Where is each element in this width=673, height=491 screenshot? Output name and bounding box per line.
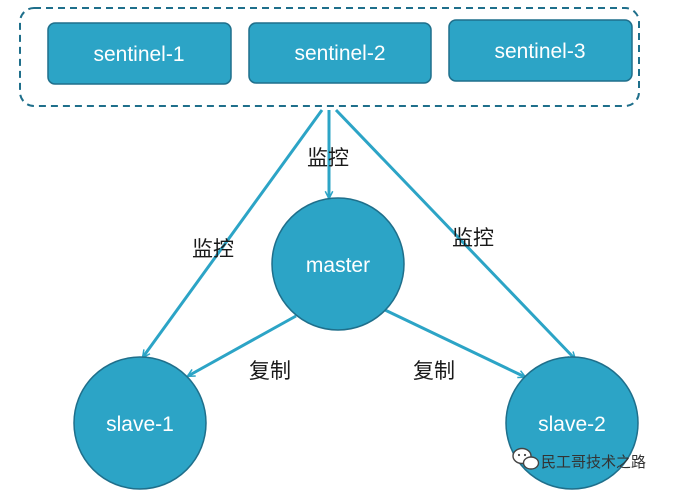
master-node: master (271, 197, 405, 331)
watermark-text: 民工哥技术之路 (541, 453, 646, 471)
master-label: master (306, 254, 370, 277)
sentinel-3-label: sentinel-3 (494, 40, 585, 63)
slave-node: slave-2 (505, 356, 639, 490)
monitor-slave2-edge (334, 108, 575, 359)
sentinel-node: sentinel-2 (248, 22, 432, 84)
replicate-slave2-label: 复制 (413, 359, 455, 383)
monitor-slave1-label: 监控 (192, 237, 234, 261)
wechat-icon (512, 447, 540, 470)
monitor-master-label: 监控 (307, 146, 349, 170)
replicate-slave1-edge (188, 314, 297, 378)
sentinel-node: sentinel-3 (448, 19, 633, 82)
sentinel-1-label: sentinel-1 (93, 43, 184, 66)
slave-node: slave-1 (73, 356, 207, 490)
sentinel-2-label: sentinel-2 (294, 42, 385, 65)
watermark: 民工哥技术之路 (512, 447, 646, 471)
slave-1-label: slave-1 (106, 413, 174, 436)
sentinel-node: sentinel-1 (47, 22, 232, 85)
replicate-slave2-edge (384, 308, 525, 379)
replicate-slave1-label: 复制 (249, 359, 291, 383)
monitor-slave1-edge (143, 109, 324, 357)
monitor-slave2-label: 监控 (452, 226, 494, 250)
slave-2-label: slave-2 (538, 413, 606, 436)
